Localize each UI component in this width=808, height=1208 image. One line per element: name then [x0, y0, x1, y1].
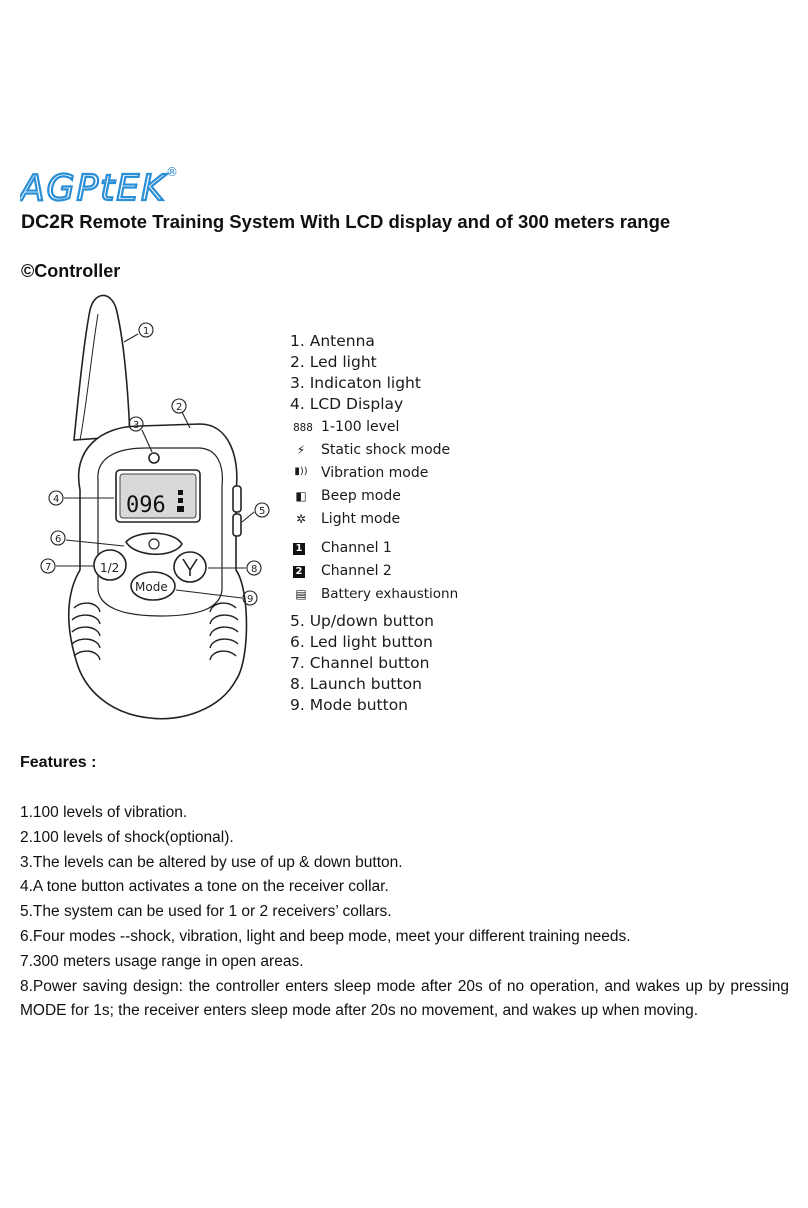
legend-lcd-level-label: 1-100 level	[321, 419, 400, 435]
legend-static-shock-label: Static shock mode	[321, 442, 451, 458]
document-title: DC2R Remote Training System With LCD dis…	[21, 211, 670, 234]
launch-button	[173, 551, 207, 583]
legend-item-led-light-button: 6. Led light button	[290, 633, 433, 651]
indicator-light	[148, 452, 160, 464]
bulb-icon: ✲	[295, 512, 307, 526]
feature-item: 6.Four modes --shock, vibration, light a…	[20, 927, 631, 945]
callout-8: 8	[251, 564, 257, 575]
channel-button-label: 1/2	[100, 561, 119, 575]
down-button-shape	[232, 513, 242, 537]
logo-text: AGPtEK	[20, 168, 167, 206]
legend-channel-2-label: Channel 2	[321, 563, 392, 579]
controller-diagram: 096 1/2 Mode 1 2 3 4 5	[40, 290, 280, 720]
up-button-shape	[232, 485, 242, 513]
feature-item: 8.Power saving design: the controller en…	[20, 977, 789, 1020]
feature-item: 4.A tone button activates a tone on the …	[20, 878, 389, 896]
legend-light-label: Light mode	[321, 511, 401, 527]
callout-3: 3	[133, 420, 139, 431]
legend-vibration: ▮)) Vibration mode	[290, 465, 490, 485]
feature-item: 2.100 levels of shock(optional).	[20, 828, 234, 846]
channel-2-icon: 2	[293, 566, 305, 578]
callout-6: 6	[55, 534, 61, 545]
legend-item-up-down-button: 5. Up/down button	[290, 612, 434, 630]
callout-1: 1	[143, 326, 149, 337]
callout-5: 5	[259, 506, 265, 517]
diagram-legend: 1. Antenna 2. Led light 3. Indicaton lig…	[290, 332, 490, 717]
bolt-icon: ⚡	[296, 443, 306, 457]
callout-4: 4	[53, 494, 59, 505]
legend-item-mode-button: 9. Mode button	[290, 696, 408, 714]
legend-channel-2: 2 Channel 2	[290, 563, 490, 583]
legend-item-led-light: 2. Led light	[290, 353, 377, 371]
feature-item: 5.The system can be used for 1 or 2 rece…	[20, 903, 392, 921]
legend-channel-1: 1 Channel 1	[290, 540, 490, 560]
lcd-value: 096	[126, 493, 166, 518]
channel-button	[93, 549, 127, 581]
section-label: Controller	[34, 261, 121, 281]
antenna-shape	[73, 294, 131, 441]
callout-9: 9	[247, 594, 253, 605]
features-list: 1.100 levels of vibration. 2.100 levels …	[20, 801, 789, 1024]
legend-vibration-label: Vibration mode	[321, 465, 429, 481]
legend-item-lcd-display: 4. LCD Display	[290, 395, 404, 413]
channel-1-icon: 1	[293, 543, 305, 555]
segment-digits-icon: 888	[293, 421, 313, 434]
feature-item: 3.The levels can be altered by use of up…	[20, 853, 403, 871]
copyright-symbol: ©	[21, 261, 35, 281]
callout-7: 7	[45, 562, 51, 573]
section-heading: ©Controller	[21, 261, 120, 282]
legend-item-channel-button: 7. Channel button	[290, 654, 430, 672]
legend-beep: ◧ Beep mode	[290, 488, 490, 508]
callout-2: 2	[176, 402, 182, 413]
feature-item: 7.300 meters usage range in open areas.	[20, 952, 304, 970]
battery-icon: ▤	[295, 587, 307, 601]
legend-item-indicator-light: 3. Indicaton light	[290, 374, 421, 392]
legend-light: ✲ Light mode	[290, 511, 490, 531]
legend-battery-label: Battery exhaustionn	[321, 586, 459, 602]
model-name: DC2R	[21, 211, 75, 233]
brand-logo: AGPtEK ®	[17, 162, 188, 210]
mode-button-label: Mode	[135, 580, 168, 594]
feature-item: 1.100 levels of vibration.	[20, 804, 188, 821]
legend-static-shock: ⚡ Static shock mode	[290, 442, 490, 462]
legend-battery: ▤ Battery exhaustionn	[290, 586, 490, 606]
features-heading: Features :	[20, 754, 97, 771]
title-rest: Remote Training System With LCD display …	[74, 211, 671, 232]
legend-beep-label: Beep mode	[321, 488, 401, 504]
legend-channel-1-label: Channel 1	[321, 540, 392, 556]
mode-button	[130, 571, 176, 601]
legend-item-launch-button: 8. Launch button	[290, 675, 422, 693]
led-light-button	[125, 532, 183, 555]
legend-lcd-level: 888 1-100 level	[290, 419, 490, 439]
legend-item-antenna: 1. Antenna	[290, 332, 375, 350]
logo-registered-mark: ®	[166, 165, 178, 179]
speaker-icon: ◧	[295, 489, 307, 503]
vibration-icon: ▮))	[294, 466, 308, 477]
